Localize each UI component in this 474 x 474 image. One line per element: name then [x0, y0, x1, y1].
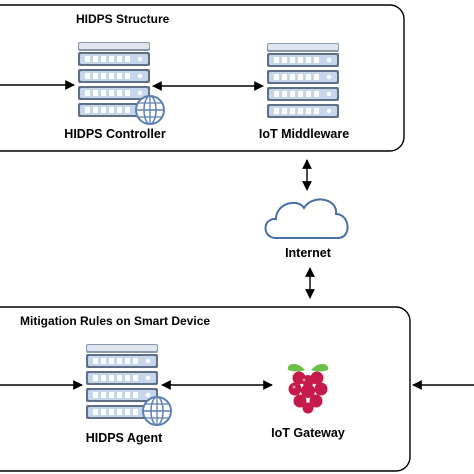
- iot-gateway-label: IoT Gateway: [271, 426, 345, 440]
- hidps-agent-label: HIDPS Agent: [85, 431, 163, 445]
- hidps-structure-title: HIDPS Structure: [76, 12, 170, 26]
- hidps-controller-label: HIDPS Controller: [64, 127, 166, 141]
- hidps-structure-group: [0, 4, 405, 152]
- hidps-agent-globe-icon: [142, 396, 172, 426]
- mitigation-rules-group: [0, 306, 411, 472]
- internet-label: Internet: [285, 246, 331, 260]
- hidps-controller-server-icon: [78, 42, 150, 117]
- raspberry-pi-icon: [287, 363, 329, 414]
- mitigation-rules-title: Mitigation Rules on Smart Device: [20, 314, 211, 328]
- hidps-controller-globe-icon: [135, 95, 165, 125]
- iot-middleware-server-icon: [267, 43, 339, 118]
- hidps-agent-server-icon: [86, 344, 158, 419]
- internet-cloud-icon: [264, 198, 349, 239]
- iot-middleware-label: IoT Middleware: [258, 127, 350, 141]
